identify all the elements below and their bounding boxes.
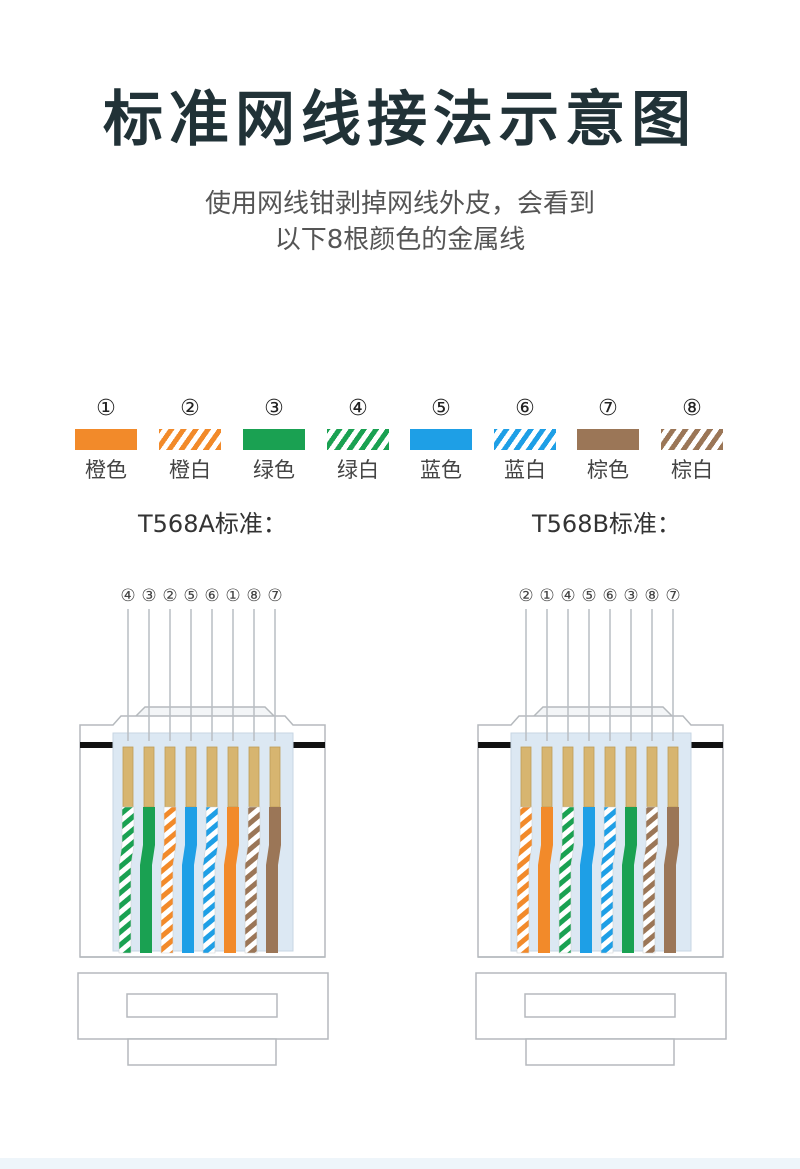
pin-label-6: ①	[225, 586, 240, 606]
pin-contact-6	[625, 746, 637, 808]
legend-swatch	[327, 429, 389, 450]
pin-contact-1	[122, 746, 134, 808]
legend-item-7: ⑦ 棕色	[577, 395, 639, 483]
boot-slot	[524, 993, 676, 1018]
pin-label-7: ⑧	[644, 586, 659, 606]
legend-item-1: ① 橙色	[75, 395, 137, 483]
wire-8	[266, 807, 281, 953]
legend-item-8: ⑧ 棕白	[661, 395, 723, 483]
pin-contact-3	[562, 746, 574, 808]
wire-3	[160, 806, 177, 954]
legend-item-3: ③ 绿色	[243, 395, 305, 483]
legend-number: ⑥	[515, 396, 535, 421]
pin-label-8: ⑦	[267, 586, 282, 606]
wire-4	[580, 807, 595, 953]
pin-label-7: ⑧	[246, 586, 261, 606]
wire-5	[202, 806, 219, 954]
page-subtitle: 使用网线钳剥掉网线外皮，会看到 以下8根颜色的金属线	[0, 186, 800, 258]
legend-item-6: ⑥ 蓝白	[494, 395, 556, 483]
pin-label-1: ②	[518, 586, 533, 606]
legend-number: ⑧	[682, 396, 702, 421]
wire-4	[182, 807, 197, 953]
wire-1	[516, 806, 533, 954]
legend-label: 棕色	[587, 458, 629, 482]
legend-number: ④	[348, 396, 368, 421]
wire-7	[244, 806, 261, 954]
pin-label-5: ⑥	[602, 586, 617, 606]
pin-label-6: ③	[623, 586, 638, 606]
legend-label: 蓝白	[504, 458, 546, 482]
bottom-band	[0, 1158, 800, 1169]
pin-contact-2	[143, 746, 155, 808]
pin-label-2: ①	[539, 586, 554, 606]
pin-contact-5	[604, 746, 616, 808]
color-legend: ① 橙色 ② 橙白 ③ 绿色 ④ 绿白 ⑤ 蓝色 ⑥ 蓝白 ⑦ 棕色 ⑧ 棕白	[75, 395, 725, 495]
legend-swatch	[75, 429, 137, 450]
pin-contact-3	[164, 746, 176, 808]
wire-1	[118, 806, 135, 954]
page-title: 标准网线接法示意图	[103, 85, 697, 155]
wire-7	[642, 806, 659, 954]
pin-label-5: ⑥	[204, 586, 219, 606]
legend-item-2: ② 橙白	[159, 395, 221, 483]
pin-contact-7	[248, 746, 260, 808]
pin-contact-4	[185, 746, 197, 808]
legend-label: 绿白	[337, 458, 379, 482]
wire-6	[224, 807, 239, 953]
wire-6	[622, 807, 637, 953]
legend-swatch	[159, 429, 221, 450]
pin-label-4: ⑤	[183, 586, 198, 606]
legend-swatch	[410, 429, 472, 450]
legend-number: ②	[180, 396, 200, 421]
wire-2	[140, 807, 155, 953]
legend-item-4: ④ 绿白	[327, 395, 389, 483]
legend-number: ①	[96, 396, 116, 421]
legend-swatch	[577, 429, 639, 450]
legend-swatch	[243, 429, 305, 450]
legend-number: ⑤	[431, 396, 451, 421]
subtitle-line-1: 使用网线钳剥掉网线外皮，会看到	[204, 189, 595, 219]
legend-number: ⑦	[598, 396, 618, 421]
boot-slot	[126, 993, 278, 1018]
cable-base	[127, 1038, 277, 1066]
pin-contact-8	[667, 746, 679, 808]
subtitle-line-2: 以下8根颜色的金属线	[274, 225, 526, 255]
pin-label-1: ④	[120, 586, 135, 606]
pin-contact-7	[646, 746, 658, 808]
legend-swatch	[494, 429, 556, 450]
legend-label: 绿色	[253, 458, 295, 482]
legend-label: 棕白	[671, 458, 713, 482]
wire-5	[600, 806, 617, 954]
pin-contact-1	[520, 746, 532, 808]
pin-contact-4	[583, 746, 595, 808]
legend-label: 蓝色	[420, 458, 462, 482]
pin-contact-5	[206, 746, 218, 808]
pin-contact-8	[269, 746, 281, 808]
legend-item-5: ⑤ 蓝色	[410, 395, 472, 483]
t568b-label: T568B标准：	[532, 510, 681, 538]
pin-label-2: ③	[141, 586, 156, 606]
legend-number: ③	[264, 396, 284, 421]
pin-contact-2	[541, 746, 553, 808]
cable-base	[525, 1038, 675, 1066]
pin-contact-6	[227, 746, 239, 808]
pin-label-3: ②	[162, 586, 177, 606]
pin-label-3: ④	[560, 586, 575, 606]
wire-2	[538, 807, 553, 953]
t568a-label: T568A标准：	[138, 510, 287, 538]
pin-label-8: ⑦	[665, 586, 680, 606]
legend-swatch	[661, 429, 723, 450]
legend-label: 橙白	[169, 458, 211, 482]
wire-8	[664, 807, 679, 953]
pin-label-4: ⑤	[581, 586, 596, 606]
wire-3	[558, 806, 575, 954]
legend-label: 橙色	[85, 458, 127, 482]
